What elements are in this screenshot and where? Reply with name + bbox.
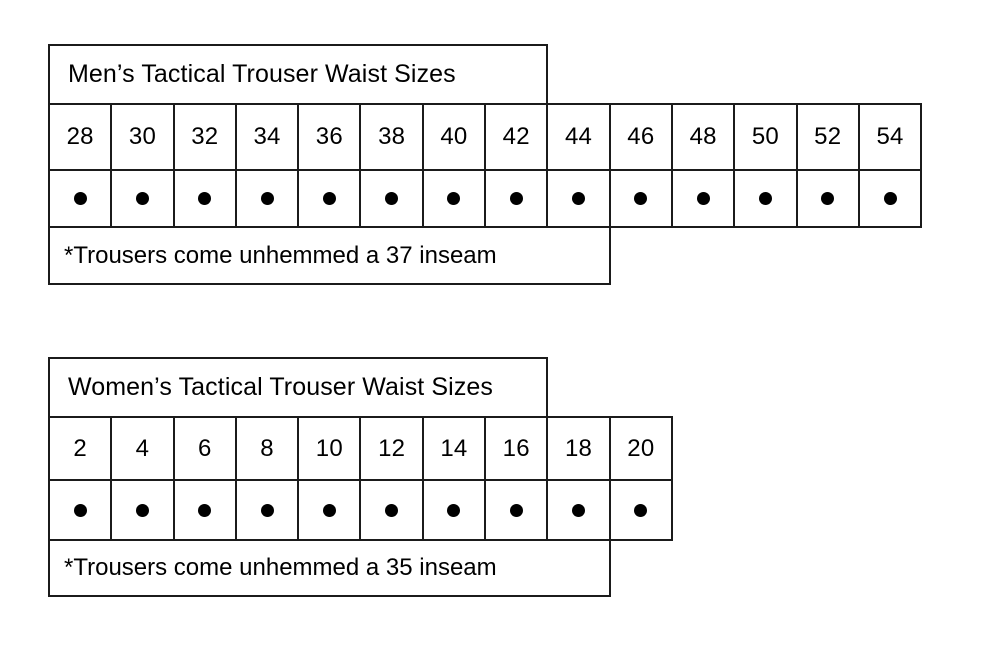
availability-dot-icon	[135, 503, 149, 517]
womens-size-cell: 6	[172, 416, 237, 481]
womens-availability-cell	[110, 479, 175, 541]
womens-size-cell: 2	[48, 416, 113, 481]
womens-availability-cell	[484, 479, 549, 541]
availability-dot-icon	[385, 192, 399, 205]
mens-availability-cell	[359, 169, 424, 228]
availability-dot-icon	[322, 503, 336, 517]
availability-dot-icon	[509, 503, 523, 517]
mens-availability-cell	[234, 169, 300, 228]
womens-availability-cell	[48, 479, 113, 541]
womens-size-cell: 10	[297, 416, 362, 481]
chart-note-row: *Trousers come unhemmed a 37 inseam	[48, 226, 920, 285]
availability-dot-icon	[509, 192, 523, 205]
womens-availability-row	[48, 479, 673, 541]
mens-size-cell: 36	[297, 103, 362, 171]
womens-size-cell: 4	[110, 416, 175, 481]
womens-availability-cell	[608, 479, 673, 541]
availability-dot-icon	[73, 503, 87, 517]
womens-size-cell: 8	[234, 416, 300, 481]
mens-availability-cell	[670, 169, 736, 228]
womens-size-cell: 16	[484, 416, 549, 481]
mens-size-cell: 42	[484, 103, 549, 171]
mens-availability-cell	[546, 169, 611, 228]
womens-availability-cell	[359, 479, 424, 541]
mens-availability-cell	[608, 169, 673, 228]
mens-size-cell: 52	[795, 103, 860, 171]
mens-availability-cell	[795, 169, 860, 228]
availability-dot-icon	[821, 192, 835, 205]
womens-chart-title: Women’s Tactical Trouser Waist Sizes	[48, 357, 549, 418]
mens-size-cell: 32	[172, 103, 237, 171]
availability-dot-icon	[572, 503, 586, 517]
mens-availability-cell	[857, 169, 923, 228]
womens-size-cell: 18	[546, 416, 611, 481]
chart-title-row: Men’s Tactical Trouser Waist Sizes	[48, 44, 920, 105]
mens-availability-cell	[297, 169, 362, 228]
mens-availability-cell	[733, 169, 798, 228]
mens-size-cell: 46	[608, 103, 673, 171]
womens-availability-cell	[421, 479, 487, 541]
availability-dot-icon	[260, 503, 274, 517]
availability-dot-icon	[73, 192, 87, 205]
mens-availability-cell	[172, 169, 237, 228]
availability-dot-icon	[572, 192, 586, 205]
availability-dot-icon	[696, 192, 710, 205]
availability-dot-icon	[634, 192, 648, 205]
availability-dot-icon	[135, 192, 149, 205]
mens-availability-cell	[110, 169, 175, 228]
mens-availability-cell	[484, 169, 549, 228]
mens-size-cell: 34	[234, 103, 300, 171]
availability-dot-icon	[447, 503, 461, 517]
womens-size-cell: 12	[359, 416, 424, 481]
mens-availability-cell	[421, 169, 487, 228]
womens-availability-cell	[172, 479, 237, 541]
availability-dot-icon	[385, 503, 399, 517]
availability-dot-icon	[447, 192, 461, 205]
mens-size-cell: 50	[733, 103, 798, 171]
womens-availability-cell	[234, 479, 300, 541]
mens-size-cell: 48	[670, 103, 736, 171]
womens-size-cell: 14	[421, 416, 487, 481]
chart-note-row: *Trousers come unhemmed a 35 inseam	[48, 539, 671, 597]
availability-dot-icon	[758, 192, 772, 205]
mens-inseam-note: *Trousers come unhemmed a 37 inseam	[48, 226, 611, 285]
availability-dot-icon	[260, 192, 274, 205]
availability-dot-icon	[198, 503, 212, 517]
womens-inseam-note: *Trousers come unhemmed a 35 inseam	[48, 539, 611, 597]
availability-dot-icon	[322, 192, 336, 205]
womens-size-cell: 20	[608, 416, 673, 481]
availability-dot-icon	[198, 192, 212, 205]
mens-availability-cell	[48, 169, 113, 228]
mens-size-cell: 30	[110, 103, 175, 171]
mens-size-cell: 44	[546, 103, 611, 171]
mens-size-cell: 54	[857, 103, 923, 171]
mens-availability-row	[48, 169, 923, 228]
chart-title-row: Women’s Tactical Trouser Waist Sizes	[48, 357, 671, 418]
availability-dot-icon	[883, 192, 897, 205]
mens-chart-title: Men’s Tactical Trouser Waist Sizes	[48, 44, 549, 105]
mens-size-cell: 28	[48, 103, 113, 171]
mens-size-cell: 38	[359, 103, 424, 171]
womens-availability-cell	[546, 479, 611, 541]
womens-availability-cell	[297, 479, 362, 541]
availability-dot-icon	[634, 503, 648, 517]
mens-size-cell: 40	[421, 103, 487, 171]
